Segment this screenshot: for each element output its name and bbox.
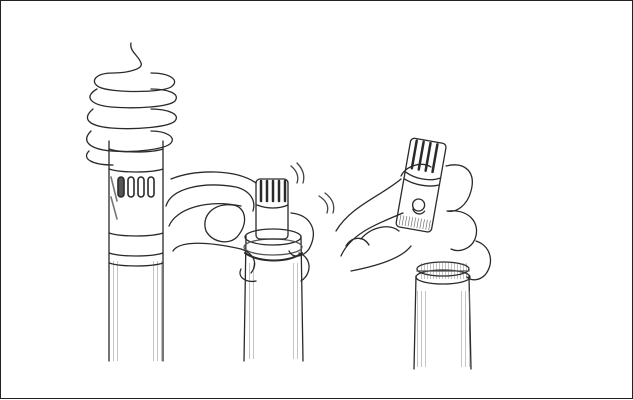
probe-with-spiral-protector: [86, 43, 176, 361]
rotation-marks: [291, 163, 334, 213]
probe-body-2: [244, 229, 303, 361]
hand-unscrewing-sensor-cap: [166, 163, 334, 361]
removed-sensor-cap: [396, 138, 447, 233]
probe-body: [109, 141, 163, 361]
sensor-slots: [111, 177, 154, 219]
hand-holding-removed-sensor-cap: [336, 138, 491, 369]
probe-body-3: [414, 262, 471, 369]
